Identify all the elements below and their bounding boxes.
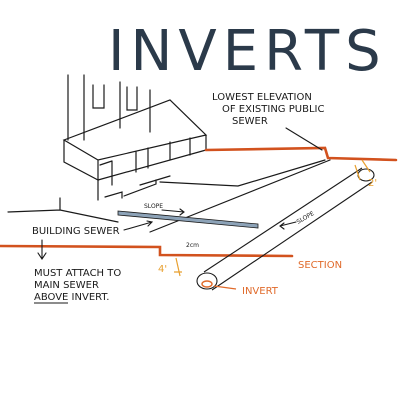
street-surface-line (204, 146, 398, 162)
main-sewer-pipe (196, 167, 375, 291)
building-sewer-pipe (117, 210, 259, 229)
dimension-left-label: 4' (158, 264, 167, 275)
small-label: 2cm (186, 242, 199, 249)
section-label: SECTION (298, 260, 342, 271)
invert-label: INVERT (242, 286, 279, 297)
svg-text:OF EXISTING PUBLIC: OF EXISTING PUBLIC (222, 104, 324, 115)
dimension-left (174, 257, 182, 277)
ground-left (7, 197, 119, 223)
slope-arrow-building (161, 208, 185, 216)
slope-label-main: SLOPE (296, 210, 316, 226)
arrows (37, 127, 323, 260)
ground-section-lines (0, 146, 398, 258)
building-windows (92, 84, 138, 111)
building-roof-slab (62, 99, 208, 181)
foundation-steps (97, 175, 171, 201)
building-hatching (99, 137, 191, 186)
must-attach-note: MUST ATTACH TO MAIN SEWER ABOVE INVERT. (34, 268, 121, 304)
diagram-title: INVERTS (108, 19, 387, 84)
building-wall-lines (67, 74, 151, 141)
building-sewer-arrow (123, 220, 154, 231)
must-attach-arrow (37, 239, 47, 260)
slope-label-building: SLOPE (144, 203, 163, 210)
invert-marker (201, 280, 213, 288)
svg-text:MUST ATTACH TO: MUST ATTACH TO (34, 268, 121, 279)
pipe-end-near (196, 272, 218, 290)
svg-text:SEWER: SEWER (232, 116, 268, 127)
svg-text:LOWEST ELEVATION: LOWEST ELEVATION (212, 92, 312, 103)
building-sewer-label: BUILDING SEWER (32, 226, 120, 237)
svg-text:ABOVE INVERT.: ABOVE INVERT. (34, 292, 109, 303)
invert-leader (213, 285, 237, 290)
svg-text:MAIN SEWER: MAIN SEWER (34, 280, 99, 291)
dimension-right-label: 2' (368, 178, 377, 189)
dimension-marks (174, 159, 371, 277)
lowest-elevation-arrow (285, 127, 323, 151)
lowest-elevation-note: LOWEST ELEVATION OF EXISTING PUBLIC SEWE… (212, 92, 324, 127)
dimension-right (354, 159, 371, 181)
slope-arrow-main (279, 221, 297, 230)
section-line (0, 244, 294, 258)
